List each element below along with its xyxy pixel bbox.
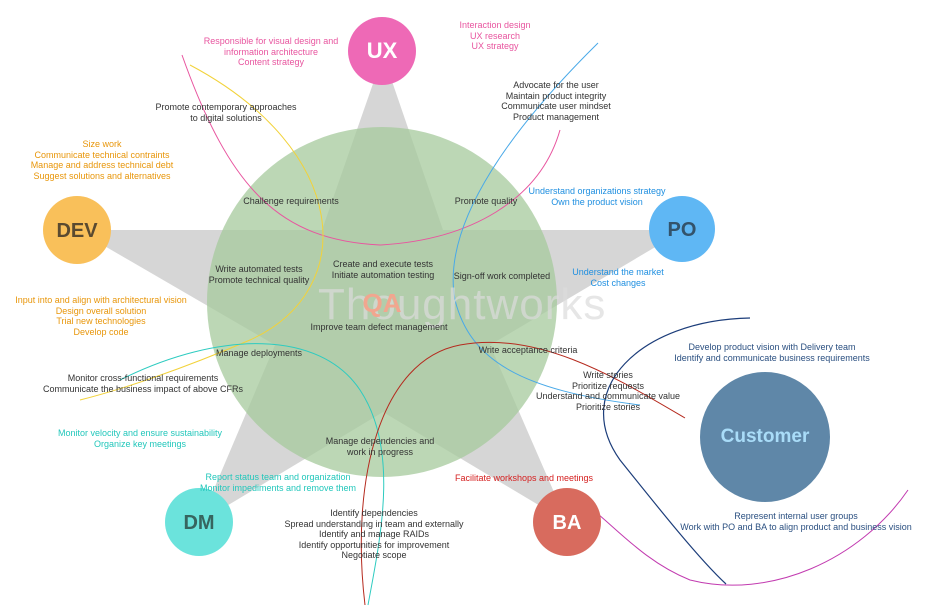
ba-connector-red (360, 341, 686, 606)
contemporary-approaches-notes: Promote contemporary approaches to digit… (155, 102, 297, 123)
ux-connector-pink (181, 54, 561, 246)
ux-right-notes: Interaction design UX research UX strate… (459, 20, 531, 51)
po-top-notes: Advocate for the user Maintain product i… (501, 80, 611, 122)
watermark: Thoughtworks (318, 280, 607, 329)
qa-challenge-requirements: Challenge requirements (243, 196, 339, 206)
cfr-notes: Monitor cross-functional requirements Co… (42, 373, 244, 394)
qa-label: QA (362, 288, 402, 318)
qa-circle (207, 127, 557, 477)
dm-connector-cyan (119, 343, 385, 606)
po-node[interactable] (649, 196, 715, 262)
customer-connector-navy (602, 317, 751, 585)
dm-node[interactable] (165, 488, 233, 556)
customer-bottom-notes: Represent internal user groups Work with… (680, 511, 912, 532)
po-label: PO (667, 219, 697, 241)
customer-top-notes: Develop product vision with Delivery tea… (674, 342, 870, 363)
ba-label: BA (552, 512, 582, 534)
dm-status-notes: Report status team and organization Moni… (199, 472, 357, 493)
customer-node[interactable] (700, 372, 830, 502)
qa-promote-quality: Promote quality (454, 196, 518, 206)
ux-node[interactable] (348, 17, 416, 85)
qa-acceptance-criteria: Write acceptance criteria (478, 345, 578, 355)
qa-execute-tests: Create and execute tests Initiate automa… (331, 259, 435, 280)
dm-velocity-notes: Monitor velocity and ensure sustainabili… (57, 428, 223, 449)
qa-defect-management: Improve team defect management (310, 322, 448, 332)
dm-label: DM (183, 512, 215, 534)
po-market-notes: Understand the market Cost changes (572, 267, 664, 288)
ux-label: UX (366, 38, 398, 63)
dependency-notes: Identify dependencies Spread understandi… (284, 508, 464, 560)
po-connector-blue (452, 42, 641, 406)
qa-signoff: Sign-off work completed (453, 271, 551, 281)
ux-left-notes: Responsible for visual design and inform… (203, 36, 339, 67)
customer-connector-magenta (579, 489, 909, 586)
po-strategy-notes: Understand organizations strategy Own th… (528, 186, 666, 207)
dev-node[interactable] (43, 196, 111, 264)
ba-node[interactable] (533, 488, 601, 556)
ba-story-notes: Write stories Prioritize requests Unders… (535, 370, 681, 412)
dev-bottom-notes: Input into and align with architectural … (15, 295, 187, 337)
customer-label: Customer (720, 426, 810, 447)
dev-label: DEV (56, 220, 98, 242)
qa-automated-tests: Write automated tests Promote technical … (208, 264, 310, 285)
dev-connector-yellow (79, 64, 324, 401)
qa-manage-deployments: Manage deployments (215, 348, 303, 358)
dev-top-notes: Size work Communicate technical contrain… (30, 139, 174, 181)
ba-workshop-notes: Facilitate workshops and meetings (454, 473, 594, 483)
qa-manage-dependencies: Manage dependencies and work in progress (325, 436, 435, 457)
